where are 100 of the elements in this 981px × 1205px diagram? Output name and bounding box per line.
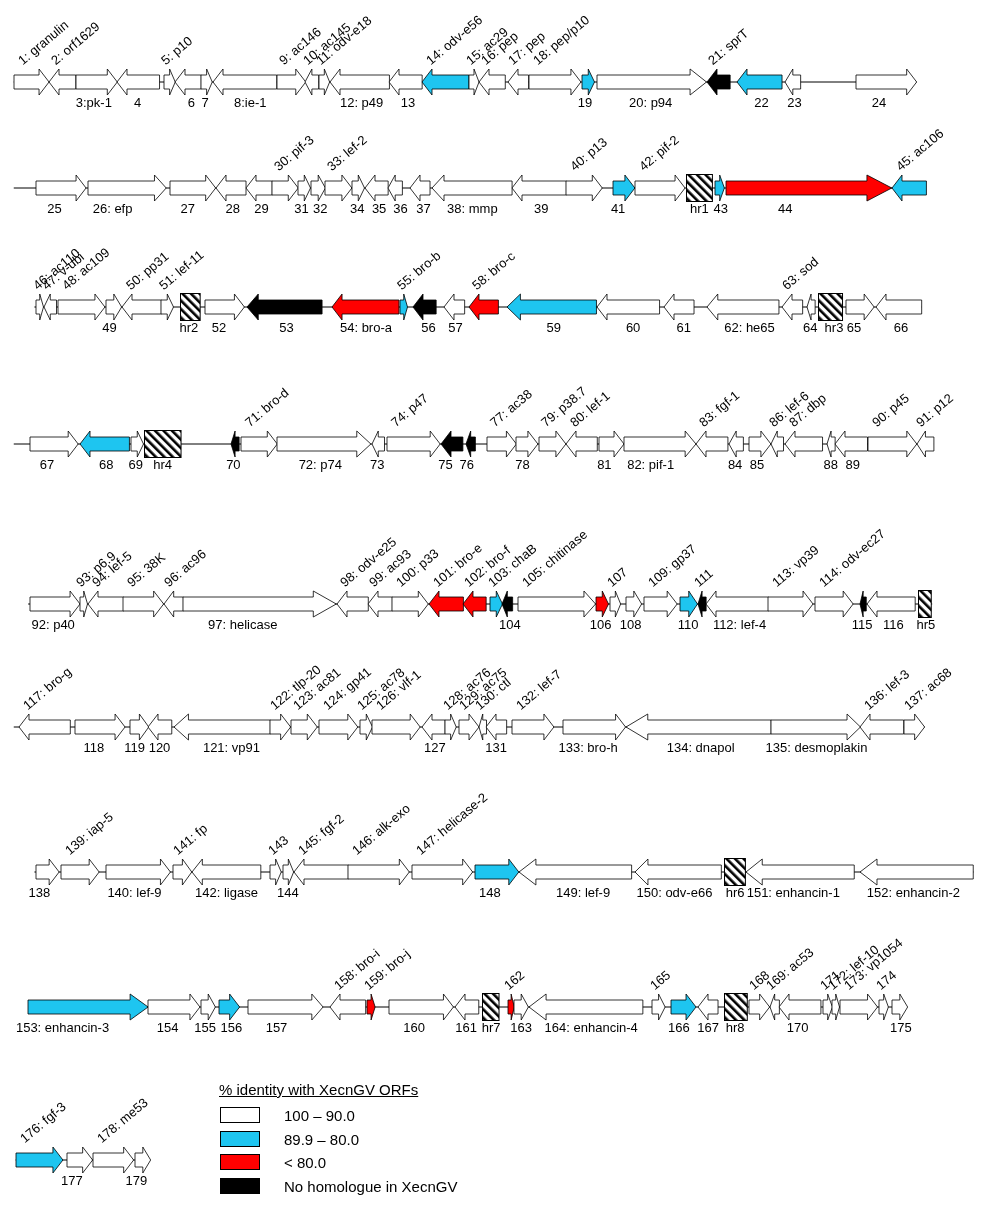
gene-label: 54: bro-a — [339, 321, 392, 334]
gene-label: 150: odv-e66 — [636, 886, 713, 899]
gene-label: 145: fgf-2 — [295, 811, 347, 857]
gene-label: 57 — [448, 321, 463, 334]
gene-label: 90: p45 — [869, 391, 911, 429]
gene-label: 19 — [577, 96, 593, 109]
gene-label: 166 — [667, 1021, 690, 1034]
region-label: hr4 — [153, 458, 173, 471]
gene-label: 144 — [276, 886, 299, 899]
gene-label: 156 — [220, 1021, 243, 1034]
gene-label: 69 — [128, 458, 143, 471]
gene-label: 97: helicase — [208, 618, 278, 631]
gene-label: 53 — [279, 321, 294, 334]
gene-label: 118 — [83, 741, 105, 754]
gene-label: 75 — [438, 458, 453, 471]
gene-label: 151: enhancin-1 — [746, 886, 840, 899]
gene-label: 52 — [211, 321, 227, 334]
gene-label: 92: p40 — [31, 618, 75, 631]
region-label: hr6 — [725, 886, 745, 899]
gene-label: 36 — [393, 202, 408, 215]
gene-label: 5: p10 — [158, 33, 195, 67]
gene-label: 157 — [265, 1021, 288, 1034]
legend-title: % identity with XecnGV ORFs — [219, 1082, 419, 1097]
gene-label: 152: enhancin-2 — [866, 886, 961, 899]
gene-label: 78 — [515, 458, 530, 471]
legend-text: 89.9 – 80.0 — [284, 1131, 360, 1147]
gene-label: 149: lef-9 — [556, 886, 611, 899]
legend-text: 100 – 90.0 — [284, 1108, 355, 1123]
gene-label: 91: p12 — [913, 391, 955, 429]
region-label: hr2 — [179, 321, 199, 334]
gene-label: 133: bro-h — [558, 741, 618, 754]
gene-label: 167 — [697, 1021, 720, 1034]
gene-label: 108 — [619, 618, 642, 631]
gene-label: 120 — [148, 741, 171, 754]
gene-label: 32 — [313, 202, 328, 215]
gene-label: 72: p74 — [298, 458, 342, 471]
gene-label: 127 — [423, 741, 446, 754]
gene-label: 134: dnapol — [666, 741, 735, 754]
gene-label: 104 — [499, 618, 521, 631]
gene-label: 23 — [787, 96, 802, 109]
gene-label: 33: lef-2 — [325, 132, 370, 173]
gene-label: 160 — [403, 1021, 425, 1034]
gene-label: 161 — [455, 1021, 477, 1034]
gene-label: 131 — [485, 741, 507, 754]
gene-label: 73 — [370, 458, 385, 471]
gene-label: 62: he65 — [724, 321, 775, 334]
gene-label: 26: efp — [92, 202, 133, 215]
gene-label: 44 — [777, 202, 793, 215]
gene-label: 22 — [754, 96, 769, 109]
gene-label: 31 — [294, 202, 309, 215]
gene-label: 3:pk-1 — [75, 96, 112, 109]
gene-label: 148 — [479, 886, 501, 899]
gene-label: 4 — [134, 96, 142, 109]
gene-label: 59 — [546, 321, 561, 334]
gene-label: 81 — [597, 458, 612, 471]
gene-label: 61 — [676, 321, 692, 334]
region-label: hr1 — [690, 202, 709, 215]
gene-label: 179 — [125, 1174, 148, 1187]
gene-label: 141: fp — [170, 821, 210, 857]
gene-label: 85 — [749, 458, 765, 471]
gene-label: 106 — [589, 618, 612, 631]
gene-label: 29 — [254, 202, 269, 215]
gene-label: 177 — [61, 1174, 83, 1187]
gene-label: 163 — [510, 1021, 532, 1034]
gene-label: 67 — [39, 458, 55, 471]
gene-label: 49 — [102, 321, 117, 334]
gene-label: 34 — [350, 202, 365, 215]
gene-label: 175 — [890, 1021, 912, 1034]
gene-label: 170 — [786, 1021, 809, 1034]
region-label: hr3 — [824, 321, 844, 334]
gene-label: 112: lef-4 — [712, 618, 767, 631]
gene-label: 154 — [156, 1021, 179, 1034]
gene-label: 76 — [459, 458, 474, 471]
gene-label: 27 — [180, 202, 195, 215]
gene-label: 63: sod — [779, 254, 821, 292]
gene-label: 110 — [677, 618, 699, 631]
region-label: hr8 — [725, 1021, 745, 1034]
gene-label: 37 — [416, 202, 431, 215]
gene-label: 60 — [625, 321, 641, 334]
gene-label: 66 — [893, 321, 909, 334]
gene-label: 74: p47 — [388, 391, 430, 429]
gene-label: 135: desmoplakin — [765, 741, 868, 754]
gene-label: 40: p13 — [567, 135, 610, 173]
gene-label: 111 — [691, 566, 716, 589]
gene-label: 140: lef-9 — [107, 886, 162, 899]
gene-label: 119 — [124, 741, 145, 754]
gene-label: 35 — [371, 202, 387, 215]
legend-text: < 80.0 — [284, 1155, 327, 1170]
gene-label: 43 — [713, 202, 728, 215]
gene-label: 115 — [851, 618, 873, 631]
gene-label: 68 — [99, 458, 114, 471]
gene-label: 142: ligase — [195, 886, 258, 899]
gene-label: 155 — [194, 1021, 217, 1034]
gene-label: 82: pif-1 — [627, 458, 675, 471]
gene-label: 138 — [28, 886, 51, 899]
gene-label: 6 — [187, 96, 196, 109]
gene-label: 165 — [647, 968, 673, 992]
gene-label: 7 — [201, 96, 209, 109]
gene-label: 64 — [802, 321, 818, 334]
gene-label: 162 — [501, 968, 527, 992]
